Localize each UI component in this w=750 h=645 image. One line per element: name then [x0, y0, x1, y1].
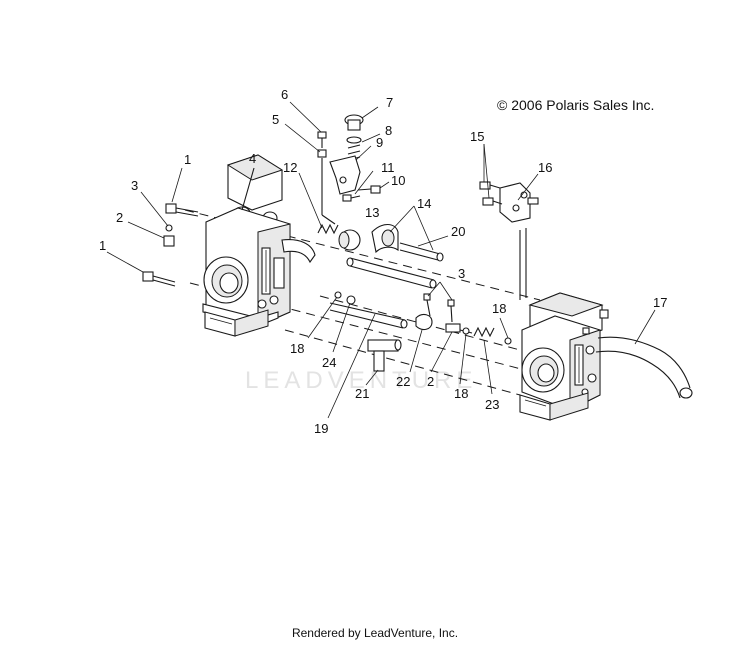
- callout-7: 7: [386, 95, 393, 110]
- leader-lines: [106, 101, 656, 419]
- copyright-text: © 2006 Polaris Sales Inc.: [497, 97, 654, 113]
- callout-14: 14: [417, 196, 431, 211]
- callout-10: 10: [391, 173, 405, 188]
- callout-20: 20: [451, 224, 465, 239]
- callout-11: 11: [381, 160, 395, 175]
- callout-8: 8: [385, 123, 392, 138]
- callout-23: 23: [485, 397, 499, 412]
- callout-13: 13: [365, 205, 379, 220]
- callout-numbers: 1 1 2 2 3 3 4 5 6 7 8 9 10 11 12 13 14 1…: [99, 87, 667, 436]
- footer-credit: Rendered by LeadVenture, Inc.: [291, 626, 459, 640]
- callout-17: 17: [653, 295, 667, 310]
- callout-24: 24: [322, 355, 336, 370]
- callout-19: 19: [314, 421, 328, 436]
- callout-3-center: 3: [458, 266, 465, 281]
- callout-4: 4: [249, 151, 256, 166]
- callout-18-center: 18: [454, 386, 468, 401]
- callout-5: 5: [272, 112, 279, 127]
- callout-18-left: 18: [290, 341, 304, 356]
- shafts: [346, 242, 444, 289]
- callout-2-left: 2: [116, 210, 123, 225]
- lower-shaft-parts: [329, 291, 512, 372]
- left-screws: [142, 203, 199, 287]
- callout-2-center: 2: [427, 374, 434, 389]
- callout-18-right: 18: [492, 301, 506, 316]
- callout-16: 16: [538, 160, 552, 175]
- cable-bracket: [479, 181, 539, 300]
- callout-1-upper: 1: [184, 152, 191, 167]
- callout-1-lower: 1: [99, 238, 106, 253]
- callout-22: 22: [396, 374, 410, 389]
- top-linkage: [317, 114, 399, 254]
- callout-21: 21: [355, 386, 369, 401]
- callout-9: 9: [376, 135, 383, 150]
- callout-6: 6: [281, 87, 288, 102]
- right-carburetor: [519, 292, 609, 421]
- callout-12: 12: [283, 160, 297, 175]
- fuel-hose: [595, 336, 693, 399]
- callout-15: 15: [470, 129, 484, 144]
- callout-3-left: 3: [131, 178, 138, 193]
- left-carburetor: [202, 154, 316, 337]
